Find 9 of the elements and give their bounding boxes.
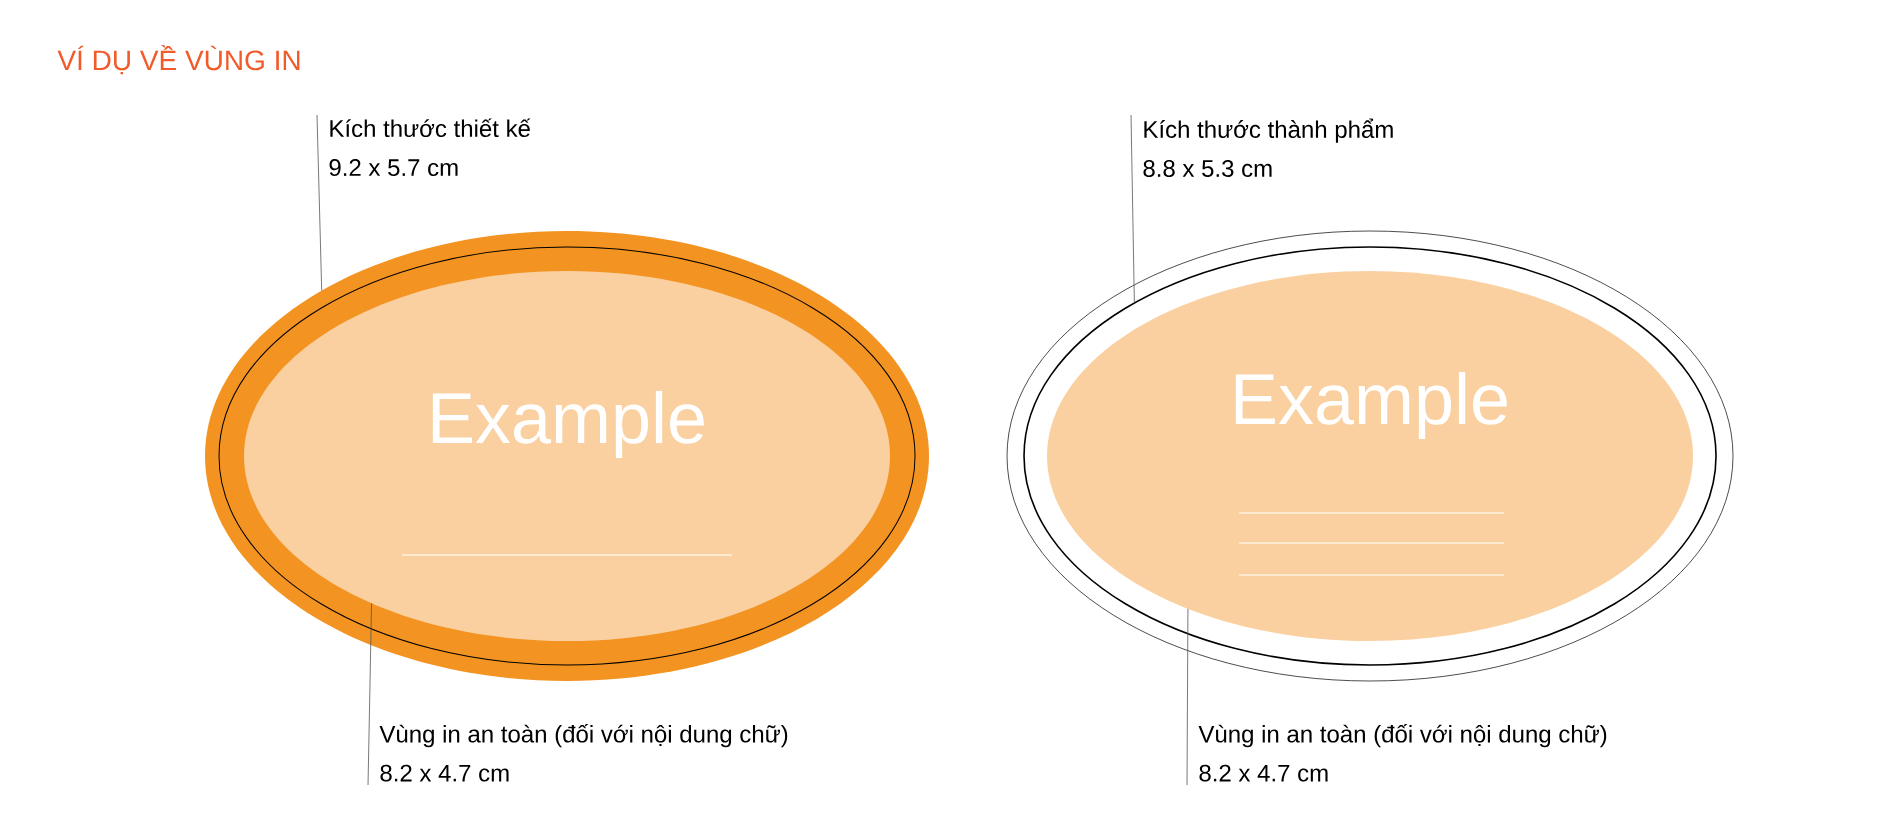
leader-line: [367, 602, 372, 786]
dimension-note: Vùng in an toàn (đối với nội dung chữ) 8.2 x 4.7 cm: [1198, 723, 1607, 782]
dimension-note: Kích thước thành phẩm 8.8 x 5.3 cm: [1143, 118, 1393, 177]
dimension-note: Vùng in an toàn (đối với nội dung chữ) 8.2 x 4.7 cm: [379, 723, 788, 782]
dimension-note: Kích thước thiết kế 9.2 x 5.7 cm: [329, 118, 531, 177]
title: VÍ DỤ VỀ VÙNG IN: [57, 44, 300, 75]
leader-line: [316, 114, 323, 291]
leader-line: [1186, 608, 1189, 786]
leader-line: [1130, 114, 1135, 304]
